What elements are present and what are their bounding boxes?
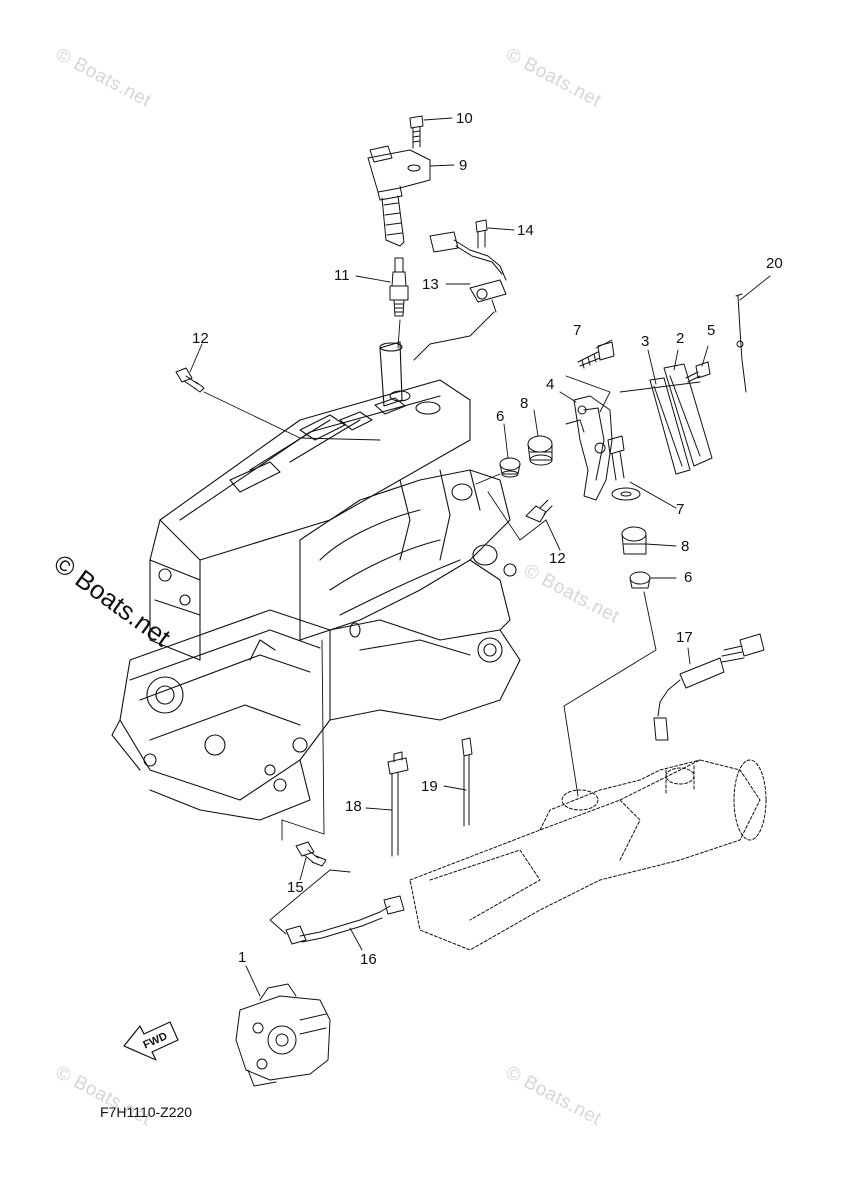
callout-8-lower: 8 (681, 538, 690, 555)
bolt-7-upper (577, 341, 615, 369)
o2-sensor-17 (653, 633, 765, 741)
plate-2 (663, 363, 713, 467)
bolt-7-lower (607, 435, 641, 501)
callout-1: 1 (238, 949, 247, 966)
callout-17: 17 (676, 629, 693, 646)
spark-plug (389, 257, 409, 317)
callout-12-lower: 12 (549, 550, 566, 567)
assembly-1 (235, 983, 331, 1087)
bushing-6-left (499, 457, 521, 478)
bushing-6-right (629, 571, 651, 589)
callout-16: 16 (360, 951, 377, 968)
callout-10: 10 (456, 110, 473, 127)
callout-7-upper: 7 (573, 322, 582, 339)
callout-12-upper: 12 (192, 330, 209, 347)
rod-18 (387, 751, 409, 857)
callout-15: 15 (287, 879, 304, 896)
plate-3 (649, 377, 691, 475)
bolt-5 (685, 361, 711, 383)
sensor-13 (429, 231, 507, 313)
temp-sensor-12-mid (525, 499, 553, 523)
callout-19: 19 (421, 778, 438, 795)
callout-20: 20 (766, 255, 783, 272)
knock-sensor-16 (285, 895, 405, 945)
diagram-code: F7H1110-Z220 (100, 1104, 193, 1120)
fwd-arrow-shape (123, 1021, 179, 1061)
temp-sensor-12-upper (175, 367, 205, 393)
callout-11: 11 (334, 267, 350, 284)
callout-4: 4 (546, 376, 555, 393)
callout-8-upper: 8 (520, 395, 529, 412)
callout-5: 5 (707, 322, 716, 339)
callout-2: 2 (676, 330, 685, 347)
exhaust-manifold (409, 759, 767, 951)
callout-13: 13 (422, 276, 439, 293)
callout-3: 3 (641, 333, 650, 350)
callout-6-lower: 6 (684, 569, 693, 586)
callout-7-lower: 7 (676, 501, 685, 518)
callout-9: 9 (459, 157, 468, 174)
callout-6-upper: 6 (496, 408, 505, 425)
callout-14: 14 (517, 222, 534, 239)
leader-lines (189, 117, 771, 997)
grommet-8-left (527, 435, 553, 466)
bolt-10 (409, 115, 424, 149)
callout-18: 18 (345, 798, 362, 815)
engine-block (111, 341, 521, 821)
bracket-4 (565, 395, 613, 501)
sensor-15 (295, 841, 327, 867)
grommet-8-right (621, 526, 647, 555)
bolt-14 (475, 219, 488, 249)
wire-20 (735, 293, 747, 393)
cable-tie-19 (461, 737, 473, 827)
ignition-coil (367, 145, 431, 247)
